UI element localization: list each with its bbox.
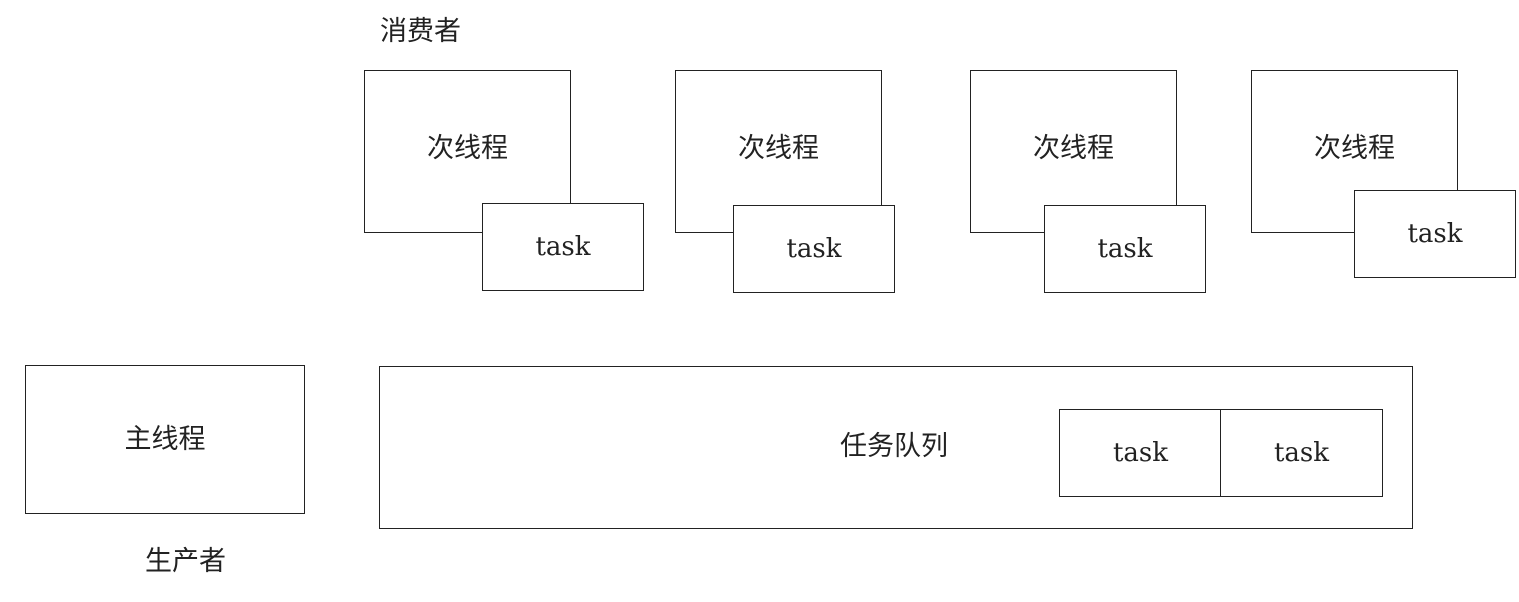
worker-task-label-2: task [786, 234, 842, 264]
producer-label: 生产者 [145, 546, 226, 577]
worker-thread-box-1: 次线程 [364, 70, 571, 233]
worker-task-label-3: task [1097, 234, 1153, 264]
worker-task-box-2: task [733, 205, 895, 293]
queue-task-label-2: task [1273, 438, 1330, 468]
worker-thread-label-2: 次线程 [738, 133, 819, 164]
worker-task-label-4: task [1407, 219, 1463, 249]
queue-task-box-2: task [1220, 409, 1383, 497]
task-queue-label: 任务队列 [840, 431, 948, 462]
main-thread-box: 主线程 [25, 365, 305, 514]
worker-task-label-1: task [535, 232, 591, 262]
worker-thread-label-1: 次线程 [427, 133, 508, 164]
worker-task-box-1: task [482, 203, 644, 291]
queue-task-box-1: task [1059, 409, 1222, 497]
consumer-label: 消费者 [380, 16, 461, 47]
queue-task-label-1: task [1112, 438, 1169, 468]
worker-task-box-4: task [1354, 190, 1516, 278]
worker-task-box-3: task [1044, 205, 1206, 293]
worker-thread-label-4: 次线程 [1314, 133, 1395, 164]
worker-thread-label-3: 次线程 [1033, 133, 1114, 164]
main-thread-label: 主线程 [124, 424, 206, 455]
